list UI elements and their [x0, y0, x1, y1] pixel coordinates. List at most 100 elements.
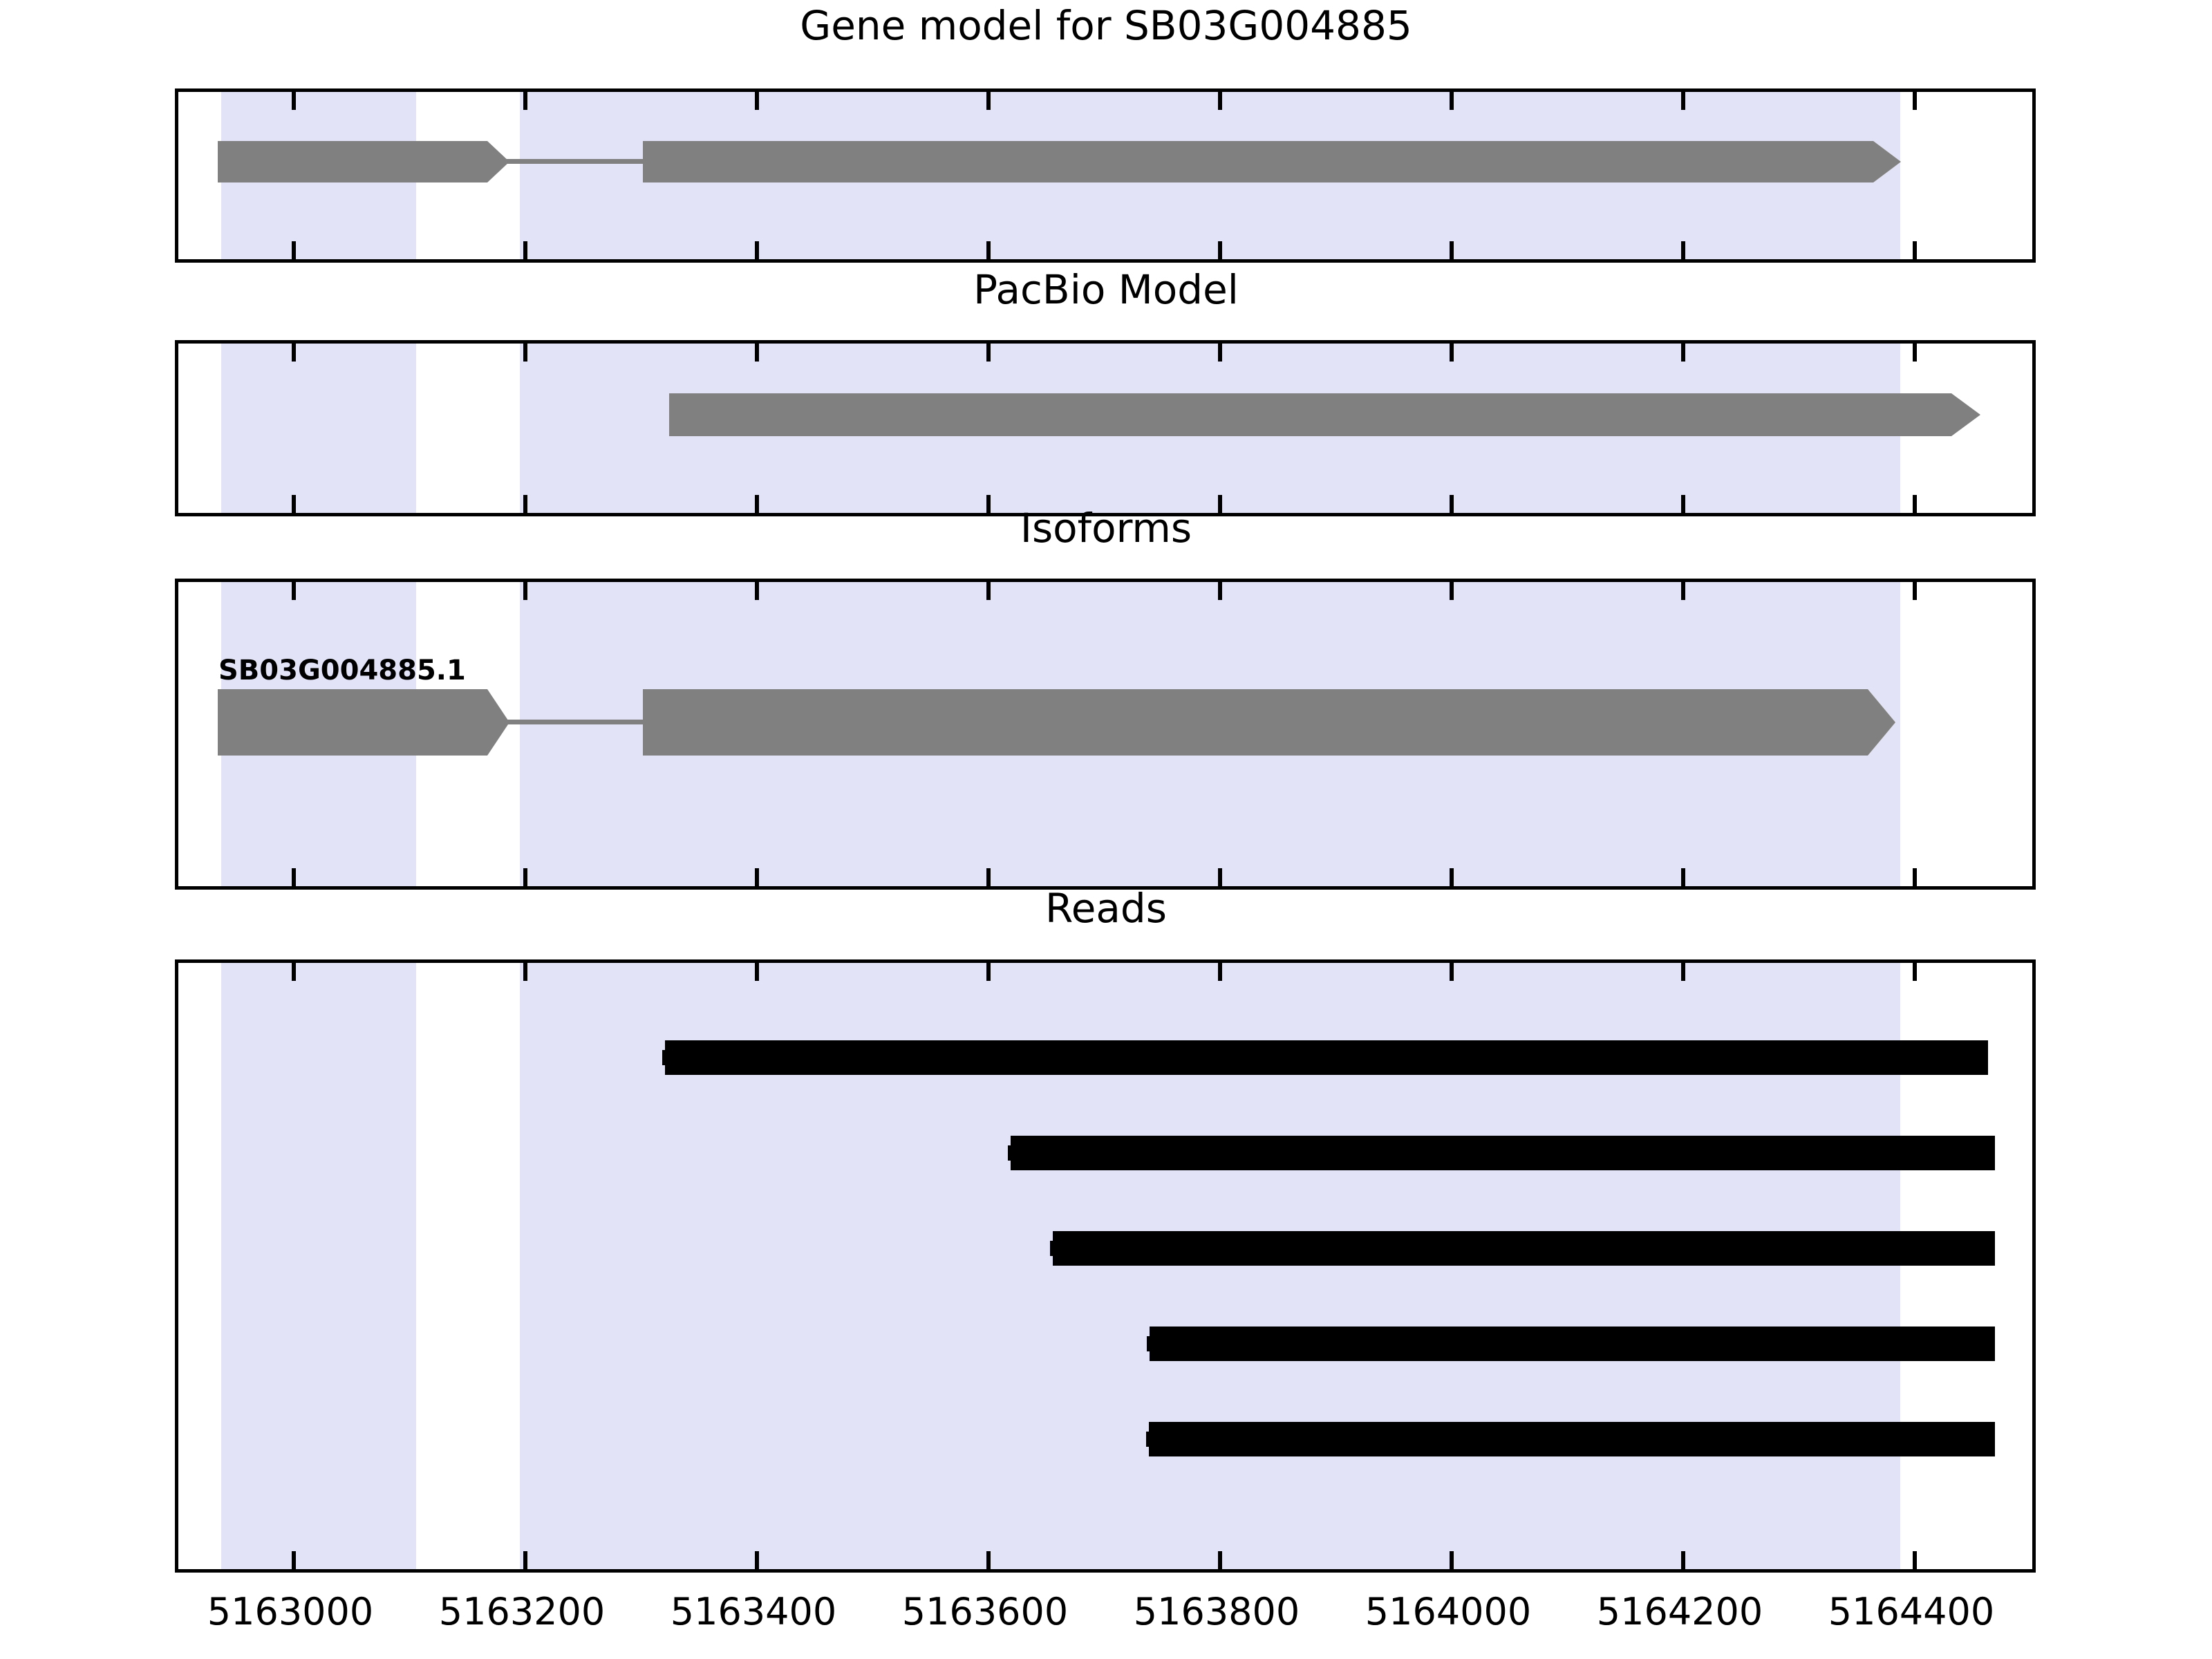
axis-tick-bottom	[755, 868, 759, 886]
axis-tick-bottom	[755, 495, 759, 513]
isoform-label-SB03G004885-1: SB03G004885.1	[218, 655, 466, 686]
axis-tick-top	[1450, 92, 1454, 110]
axis-tick-bottom	[1450, 495, 1454, 513]
axis-tick-top	[1218, 344, 1222, 362]
axis-tick-top	[1450, 344, 1454, 362]
isoform-exon-1	[218, 689, 487, 756]
read-bar	[1149, 1422, 1995, 1456]
axis-tick-top	[523, 963, 527, 981]
gene-exon-1	[218, 141, 487, 182]
axis-tick-top	[523, 582, 527, 600]
panel-title-pacbio: PacBio Model	[973, 266, 1239, 313]
axis-tick-bottom	[1218, 241, 1222, 259]
axis-tick-top	[986, 582, 991, 600]
panel-title-gene-model: Gene model for SB03G004885	[800, 2, 1412, 49]
x-tick-label: 5163200	[438, 1590, 606, 1633]
panel-title-isoforms: Isoforms	[1020, 505, 1192, 552]
read-start-tick	[1008, 1145, 1013, 1161]
axis-tick-top	[1450, 582, 1454, 600]
axis-tick-bottom	[1450, 1551, 1454, 1569]
axis-tick-bottom	[1681, 495, 1685, 513]
axis-tick-bottom	[1218, 868, 1222, 886]
read-start-tick	[1146, 1432, 1151, 1447]
x-tick-label: 5164400	[1828, 1590, 1995, 1633]
axis-tick-bottom	[1913, 495, 1917, 513]
plot-area-isoforms: SB03G004885.1	[178, 582, 2032, 886]
x-tick-label: 5163600	[901, 1590, 1069, 1633]
axis-tick-bottom	[1913, 241, 1917, 259]
axis-tick-bottom	[755, 1551, 759, 1569]
pacbio-exon-1	[669, 393, 1951, 436]
x-tick-label: 5163800	[1133, 1590, 1300, 1633]
x-tick-label: 5163400	[670, 1590, 837, 1633]
isoform-intron-1	[487, 720, 643, 724]
read-bar	[1053, 1231, 1995, 1266]
axis-tick-bottom	[986, 495, 991, 513]
axis-tick-bottom	[292, 495, 296, 513]
axis-tick-top	[1218, 92, 1222, 110]
panel-isoforms: SB03G004885.1	[175, 579, 2036, 890]
read-start-tick	[1147, 1336, 1152, 1351]
axis-tick-top	[1681, 92, 1685, 110]
axis-tick-top	[1681, 344, 1685, 362]
axis-tick-top	[1218, 582, 1222, 600]
pacbio-exon-1-arrow	[1951, 393, 1980, 436]
axis-tick-bottom	[1913, 868, 1917, 886]
axis-tick-top	[292, 582, 296, 600]
x-tick-label: 5164200	[1596, 1590, 1763, 1633]
axis-tick-bottom	[755, 241, 759, 259]
gene-exon-2	[643, 141, 1873, 182]
axis-tick-top	[292, 92, 296, 110]
panel-gene-model	[175, 88, 2036, 263]
panel-title-reads: Reads	[1045, 885, 1167, 932]
axis-tick-bottom	[1450, 868, 1454, 886]
axis-tick-top	[1913, 92, 1917, 110]
axis-tick-bottom	[1218, 495, 1222, 513]
axis-tick-bottom	[1913, 1551, 1917, 1569]
axis-tick-bottom	[1218, 1551, 1222, 1569]
gene-intron-1	[487, 159, 643, 164]
axis-tick-bottom	[986, 241, 991, 259]
axis-tick-top	[986, 963, 991, 981]
axis-tick-bottom	[292, 868, 296, 886]
panel-pacbio-model	[175, 340, 2036, 516]
isoform-exon-2-arrow	[1868, 689, 1895, 756]
axis-tick-top	[523, 92, 527, 110]
axis-tick-bottom	[1681, 868, 1685, 886]
x-tick-label: 5163000	[207, 1590, 374, 1633]
axis-tick-top	[1913, 344, 1917, 362]
plot-area-gene-model	[178, 92, 2032, 259]
isoform-exon-2	[643, 689, 1868, 756]
axis-tick-top	[1913, 963, 1917, 981]
axis-tick-bottom	[986, 868, 991, 886]
axis-tick-bottom	[292, 1551, 296, 1569]
axis-tick-top	[986, 344, 991, 362]
axis-tick-top	[755, 963, 759, 981]
axis-tick-bottom	[1681, 1551, 1685, 1569]
axis-tick-bottom	[523, 495, 527, 513]
axis-tick-top	[1681, 963, 1685, 981]
axis-tick-bottom	[986, 1551, 991, 1569]
axis-tick-top	[1218, 963, 1222, 981]
gene-exon-2-arrow	[1873, 141, 1901, 182]
axis-tick-top	[755, 344, 759, 362]
axis-tick-top	[292, 963, 296, 981]
read-bar	[1150, 1327, 1995, 1361]
x-tick-label: 5164000	[1365, 1590, 1532, 1633]
axis-tick-bottom	[292, 241, 296, 259]
read-bar	[665, 1040, 1988, 1075]
axis-tick-bottom	[523, 868, 527, 886]
axis-tick-bottom	[1681, 241, 1685, 259]
read-start-tick	[662, 1050, 667, 1065]
plot-area-pacbio	[178, 344, 2032, 513]
axis-tick-bottom	[523, 1551, 527, 1569]
axis-tick-top	[1681, 582, 1685, 600]
axis-tick-top	[523, 344, 527, 362]
axis-tick-top	[986, 92, 991, 110]
axis-tick-top	[755, 92, 759, 110]
read-start-tick	[1050, 1241, 1055, 1256]
axis-tick-top	[755, 582, 759, 600]
axis-tick-top	[1913, 582, 1917, 600]
exon-shade-region-1	[221, 344, 416, 513]
